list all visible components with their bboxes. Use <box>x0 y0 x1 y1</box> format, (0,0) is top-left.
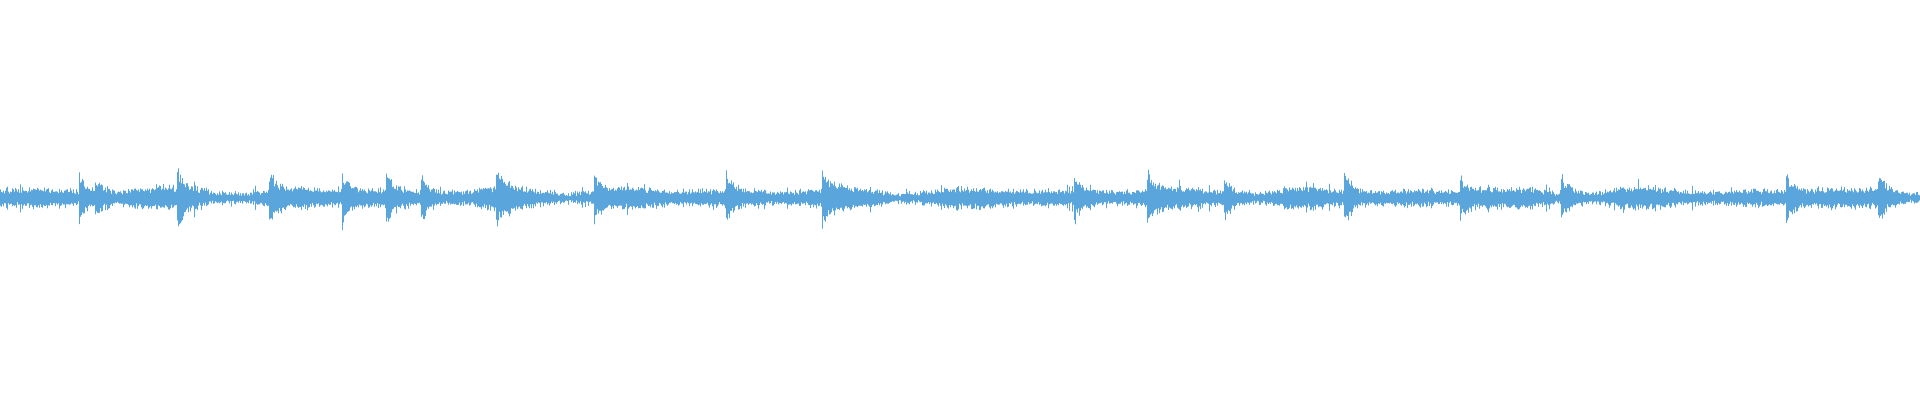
waveform-signal <box>0 168 1920 231</box>
